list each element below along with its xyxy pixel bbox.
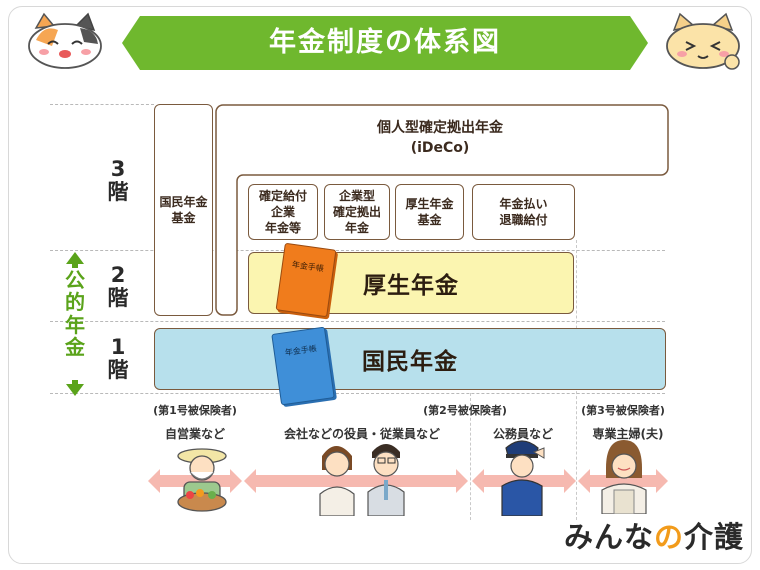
category-1-label: (第1号被保険者) (153, 404, 237, 417)
public-pension-arrow-icon (66, 252, 84, 396)
civil-servants-label: 公務員など (492, 427, 553, 441)
booklet-label: 年金手帳 (291, 259, 325, 274)
defined-benefit-box: 確定給付 企業 年金等 (248, 184, 318, 240)
pension-booklet-orange: 年金手帳 (275, 242, 337, 318)
tier-2-label: 2 階 (107, 263, 129, 311)
cat-face-left-icon (28, 12, 102, 69)
national-pension-fund-box: 国民年金 基金 (154, 104, 213, 316)
booklet-label: 年金手帳 (284, 343, 318, 358)
tier-line-bottom (50, 393, 665, 394)
tier-line-top (50, 104, 154, 105)
homemaker-illustration (601, 440, 647, 514)
title-banner (122, 16, 648, 70)
national-pension-band: 国民年金 (154, 328, 666, 390)
tier-line-2-1 (50, 321, 665, 322)
public-pension-label: 公 的 年 金 (65, 268, 85, 360)
tier-line-3-2 (50, 250, 665, 251)
corporate-dc-box: 企業型 確定拠出 年金 (324, 184, 390, 240)
farmer-illustration (177, 448, 227, 512)
divider-line (470, 393, 471, 520)
tier-1-label: 1 階 (107, 335, 129, 383)
employees-pension-fund-box: 厚生年金 基金 (395, 184, 464, 240)
police-officer-illustration (501, 440, 545, 516)
category-3-label: (第3号被保険者) (581, 404, 665, 417)
retirement-allowance-box: 年金払い 退職給付 (472, 184, 575, 240)
pension-booklet-blue: 年金手帳 (271, 326, 335, 406)
office-workers-illustration (319, 444, 405, 516)
category-2-label: (第2号被保険者) (423, 404, 507, 417)
cat-face-right-icon (666, 12, 740, 70)
minna-no-kaigo-logo: みんなの介護 (563, 520, 744, 554)
company-employees-label: 会社などの役員・従業員など (283, 427, 440, 441)
ideco-frame (215, 104, 669, 316)
self-employed-label: 自営業など (164, 427, 225, 441)
tier-3-label: 3 階 (107, 157, 129, 205)
homemakers-label: 専業主婦(夫) (592, 427, 664, 441)
ideco-label: 個人型確定拠出年金 (iDeCo) (377, 120, 503, 157)
page-title: 年金制度の体系図 (269, 27, 501, 58)
